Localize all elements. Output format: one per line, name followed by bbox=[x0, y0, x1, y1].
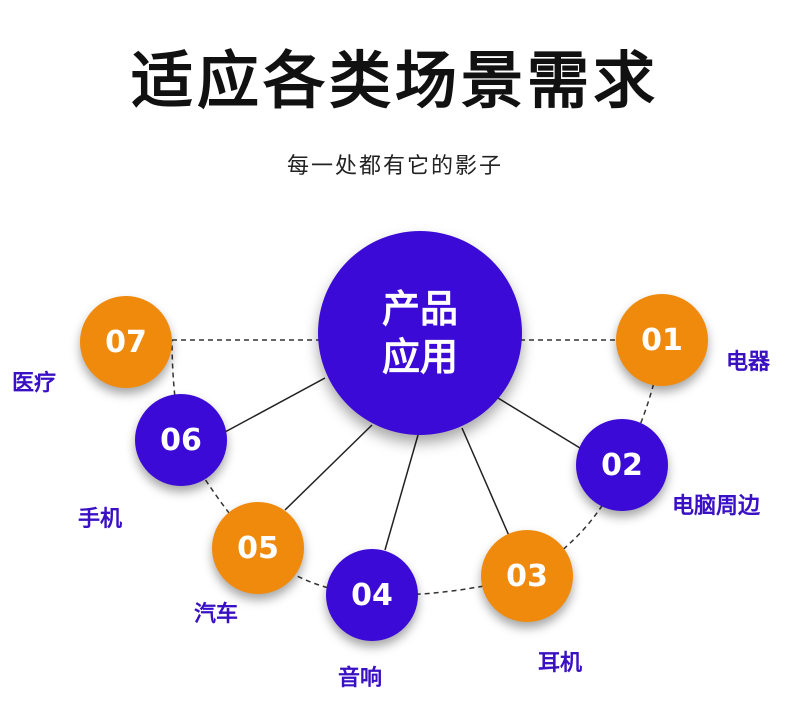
node-07: 07 bbox=[80, 296, 172, 388]
node-04: 04 bbox=[326, 549, 418, 641]
page-title: 适应各类场景需求 bbox=[130, 44, 659, 117]
label-04: 音响 bbox=[338, 666, 383, 691]
hub-circle: 产品 应用 bbox=[318, 231, 522, 435]
node-01: 01 bbox=[616, 294, 708, 386]
node-05: 05 bbox=[212, 502, 304, 594]
label-03: 耳机 bbox=[538, 651, 583, 676]
spoke-02 bbox=[497, 397, 581, 449]
hub-line-2: 应用 bbox=[381, 335, 458, 379]
page-subtitle: 每一处都有它的影子 bbox=[286, 154, 503, 179]
label-07: 医疗 bbox=[12, 371, 57, 396]
label-06: 手机 bbox=[78, 507, 123, 532]
dashed-arc bbox=[171, 339, 663, 596]
hub-line-1: 产品 bbox=[381, 287, 458, 331]
label-01: 电器 bbox=[726, 350, 771, 375]
spoke-04 bbox=[384, 434, 419, 551]
node-02: 02 bbox=[576, 419, 668, 511]
spoke-03 bbox=[461, 427, 511, 539]
label-05: 汽车 bbox=[194, 602, 239, 627]
spoke-06 bbox=[224, 377, 326, 433]
node-03: 03 bbox=[481, 530, 573, 622]
node-06: 06 bbox=[135, 394, 227, 486]
spoke-05 bbox=[284, 424, 373, 511]
label-02: 电脑周边 bbox=[672, 494, 761, 519]
